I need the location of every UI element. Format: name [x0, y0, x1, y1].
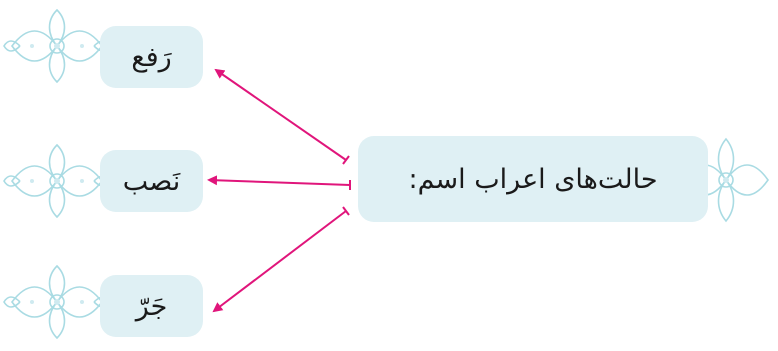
- arrow-tail-jarr: [342, 206, 350, 216]
- arrow-to-jarr: [212, 210, 347, 313]
- case-box-nasb: نَصب: [100, 150, 203, 212]
- arrow-to-raf: [214, 68, 347, 161]
- case-label-nasb: نَصب: [122, 165, 181, 197]
- case-label-raf: رَفع: [131, 41, 172, 73]
- main-concept-box: حالت‌های اعراب اسم:: [358, 136, 708, 222]
- case-box-jarr: جَرّ: [100, 275, 203, 337]
- arrow-tail-raf: [342, 155, 350, 165]
- main-concept-label: حالت‌های اعراب اسم:: [408, 163, 658, 195]
- case-box-raf: رَفع: [100, 26, 203, 88]
- arrow-to-nasb: [207, 175, 351, 186]
- arabesque-ornament-icon: [3, 8, 111, 84]
- case-label-jarr: جَرّ: [135, 290, 168, 322]
